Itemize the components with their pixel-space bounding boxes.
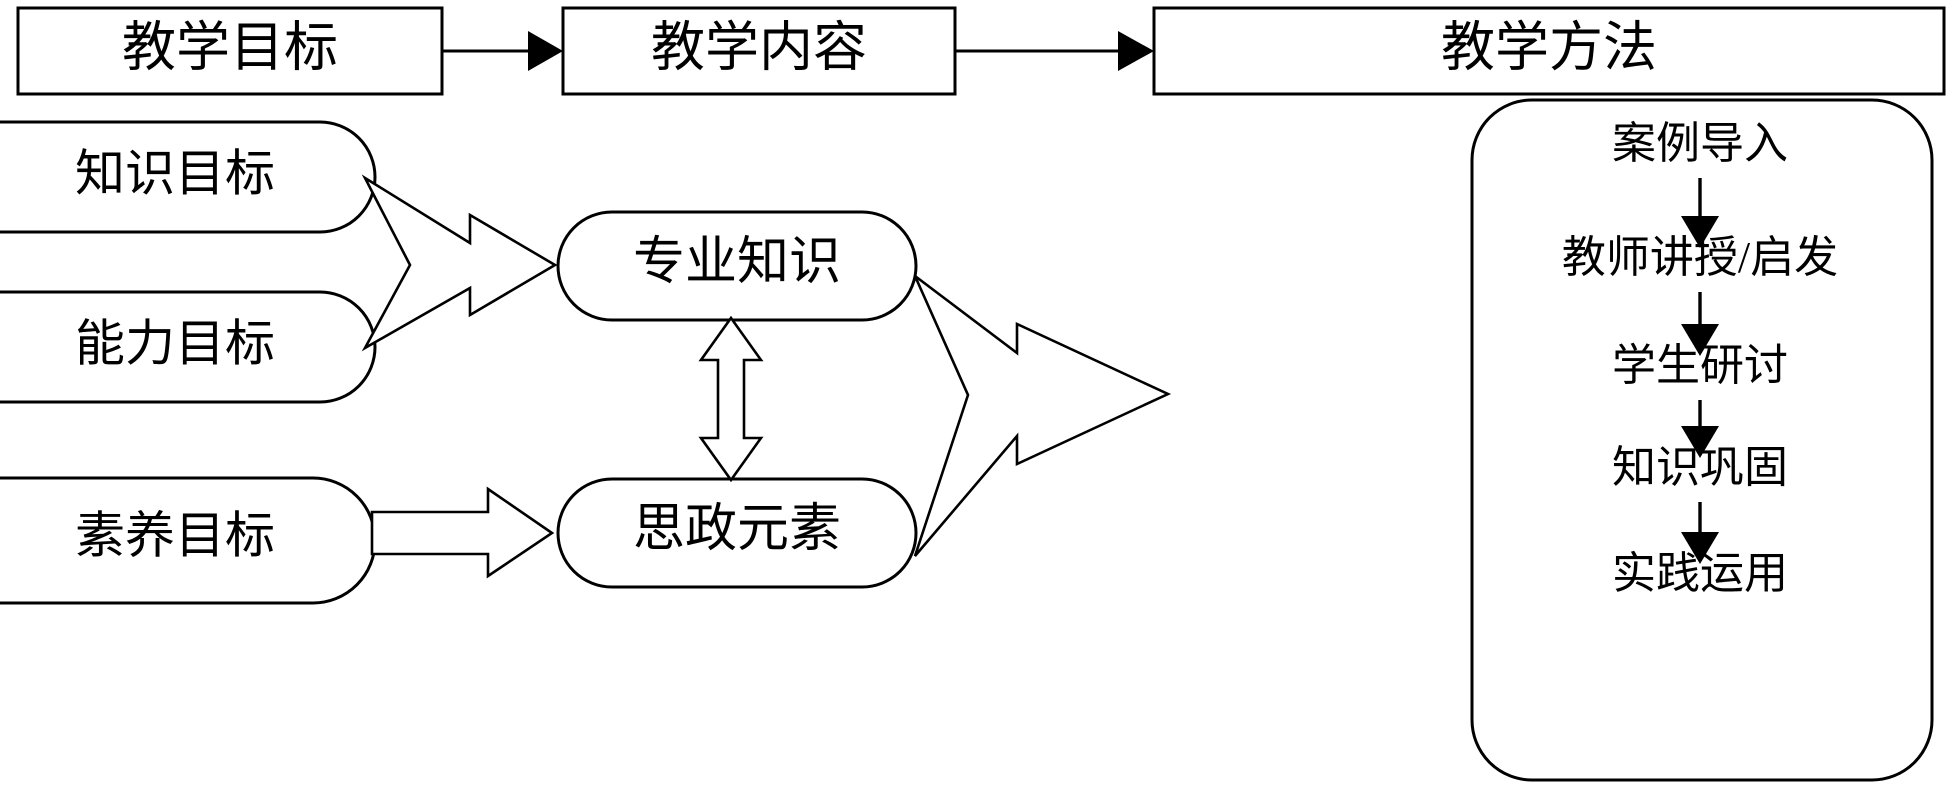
node-label-teaching-content: 教学内容 — [651, 17, 867, 77]
flow-step-label-teacher-lecture: 教师讲授/启发 — [1562, 233, 1838, 282]
merge-arrow-objectives-to-professional-knowledge — [361, 174, 558, 352]
block-arrow-literacy-to-ideological — [370, 486, 555, 579]
node-label-ability-objective: 能力目标 — [75, 315, 275, 371]
flow-connector-4 — [1681, 502, 1719, 564]
flow-step-label-practical-application: 实践运用 — [1612, 549, 1788, 598]
flow-step-knowledge-consolidation[interactable]: 知识巩固 — [1612, 443, 1788, 492]
flow-step-student-discussion[interactable]: 学生研讨 — [1612, 341, 1788, 390]
node-teaching-methods[interactable]: 教学方法 — [1152, 6, 1946, 96]
flow-step-teacher-lecture[interactable]: 教师讲授/启发 — [1562, 233, 1838, 282]
flow-connector-3 — [1681, 400, 1719, 458]
flow-step-case-introduction[interactable]: 案例导入 — [1612, 119, 1788, 168]
node-label-teaching-methods: 教学方法 — [1441, 17, 1657, 77]
node-label-teaching-objectives: 教学目标 — [122, 17, 338, 77]
node-professional-knowledge[interactable]: 专业知识 — [556, 210, 918, 322]
node-teaching-objectives[interactable]: 教学目标 — [16, 6, 444, 96]
flow-step-label-student-discussion: 学生研讨 — [1612, 341, 1788, 390]
flow-connector-1 — [1681, 178, 1719, 248]
node-ability-objective[interactable]: 能力目标 — [0, 290, 377, 404]
node-label-ideological-elements: 思政元素 — [633, 501, 841, 558]
double-arrow-professional-ideological — [698, 315, 764, 483]
connector-objectives-to-content — [442, 31, 563, 71]
node-knowledge-objective[interactable]: 知识目标 — [0, 120, 377, 234]
flow-step-label-knowledge-consolidation: 知识巩固 — [1612, 443, 1788, 492]
flow-step-label-case-introduction: 案例导入 — [1612, 119, 1788, 168]
connector-content-to-methods — [955, 31, 1154, 71]
node-teaching-content[interactable]: 教学内容 — [561, 6, 957, 96]
node-label-literacy-objective: 素养目标 — [75, 507, 275, 563]
flow-step-practical-application[interactable]: 实践运用 — [1612, 549, 1788, 598]
node-label-professional-knowledge: 专业知识 — [633, 234, 841, 291]
node-ideological-elements[interactable]: 思政元素 — [556, 477, 918, 589]
node-literacy-objective[interactable]: 素养目标 — [0, 476, 377, 605]
node-label-knowledge-objective: 知识目标 — [75, 145, 275, 201]
merge-arrow-content-to-methods — [913, 274, 1172, 557]
flow-connector-2 — [1681, 292, 1719, 356]
